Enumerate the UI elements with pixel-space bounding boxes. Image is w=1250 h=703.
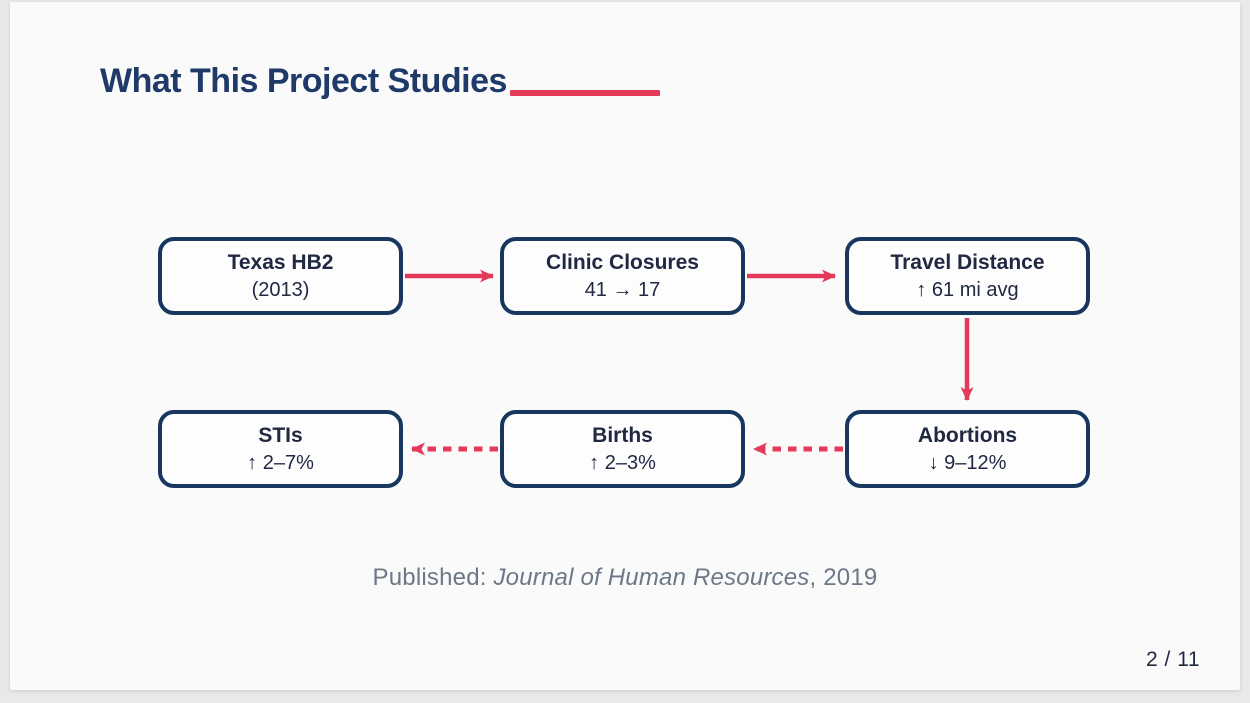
publication-note: Published: Journal of Human Resources, 2… xyxy=(10,564,1240,592)
node-subtitle: 41 → 17 xyxy=(584,279,661,302)
node-clinic-closures: Clinic Closures 41 → 17 xyxy=(500,237,745,315)
node-title: Clinic Closures xyxy=(546,250,699,274)
node-title: Travel Distance xyxy=(890,250,1045,274)
publication-suffix: , 2019 xyxy=(809,564,878,591)
node-title: STIs xyxy=(258,423,303,447)
publication-prefix: Published: xyxy=(372,564,494,591)
journal-name: Journal of Human Resources xyxy=(493,564,810,591)
slide: What This Project Studies Texas HB2 (201… xyxy=(10,2,1240,690)
page-title: What This Project Studies xyxy=(100,62,507,100)
node-abortions: Abortions ↓ 9–12% xyxy=(845,410,1090,488)
title-underline-accent xyxy=(509,89,660,96)
node-stis: STIs ↑ 2–7% xyxy=(158,410,403,488)
node-subtitle: ↑ 2–3% xyxy=(589,452,656,475)
node-subtitle: ↑ 2–7% xyxy=(247,452,314,475)
node-title: Abortions xyxy=(917,423,1018,447)
title-row: What This Project Studies xyxy=(100,60,660,103)
node-subtitle: (2013) xyxy=(251,279,310,302)
node-births: Births ↑ 2–3% xyxy=(500,410,745,488)
node-travel-distance: Travel Distance ↑ 61 mi avg xyxy=(845,237,1090,315)
node-subtitle: ↑ 61 mi avg xyxy=(916,279,1019,302)
node-title: Births xyxy=(592,423,653,447)
page-indicator: 2 / 11 xyxy=(1146,648,1200,671)
node-title: Texas HB2 xyxy=(227,250,334,274)
node-subtitle: ↓ 9–12% xyxy=(928,452,1007,475)
node-texas-hb2: Texas HB2 (2013) xyxy=(158,237,403,315)
